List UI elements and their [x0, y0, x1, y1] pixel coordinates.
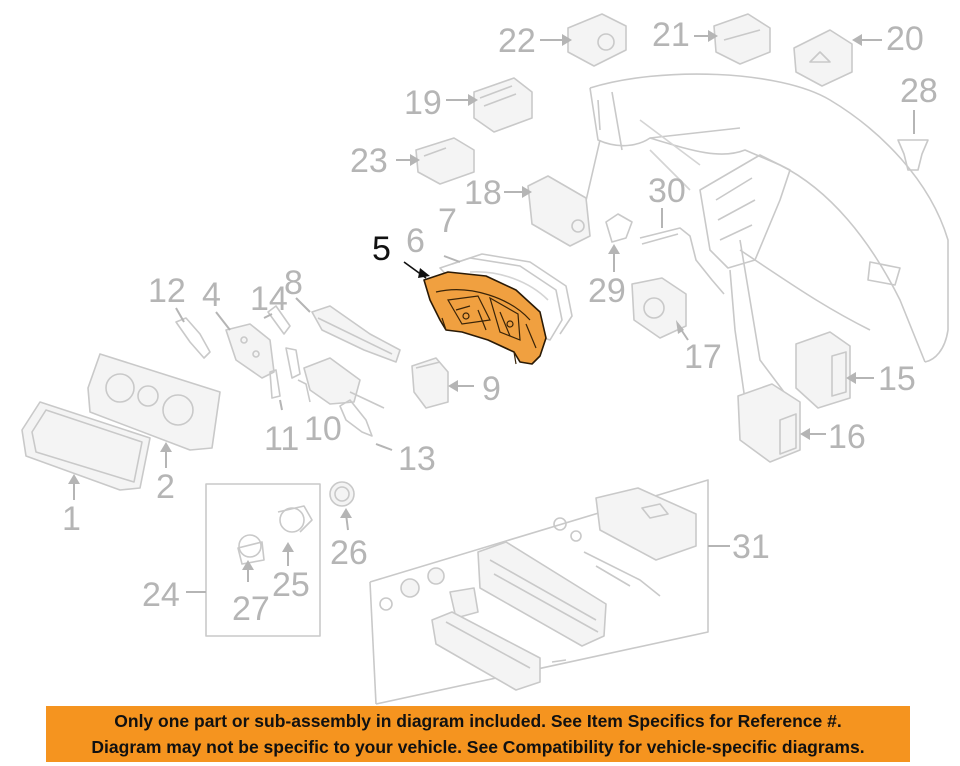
switch-parts-lower: [605, 208, 874, 463]
callout-28: 28: [900, 72, 938, 110]
callout-14: 14: [250, 280, 288, 318]
callout-23: 23: [350, 142, 388, 180]
disclaimer-banner: Only one part or sub-assembly in diagram…: [46, 706, 910, 762]
small-parts-cluster: [175, 297, 401, 451]
callout-18: 18: [464, 174, 502, 212]
callout-15: 15: [878, 360, 916, 398]
callout-7: 7: [438, 202, 457, 240]
callout-2: 2: [156, 468, 175, 506]
group-box-24: [186, 483, 321, 637]
part-2-cluster-housing: [87, 353, 221, 468]
callout-26: 26: [330, 534, 368, 572]
callout-12: 12: [148, 272, 186, 310]
callout-20: 20: [886, 20, 924, 58]
part-1-lens: [21, 401, 151, 500]
callout-13: 13: [398, 440, 436, 478]
group-box-31: [369, 479, 730, 705]
callout-11: 11: [264, 420, 299, 458]
callout-27: 27: [232, 590, 270, 628]
callout-21: 21: [652, 16, 690, 54]
callout-8: 8: [284, 264, 303, 302]
callout-22: 22: [498, 22, 536, 60]
callout-9: 9: [482, 370, 501, 408]
dashboard-outline: [574, 73, 949, 401]
callout-24: 24: [142, 576, 180, 614]
callout-1: 1: [62, 500, 81, 538]
callout-30: 30: [648, 172, 686, 210]
callout-labels: 1 2 4 5 6 7 8 9 10 11 12 13 14 15 16 17 …: [62, 16, 938, 628]
callout-19: 19: [404, 84, 442, 122]
callout-25: 25: [272, 566, 310, 604]
disclaimer-line-1: Only one part or sub-assembly in diagram…: [114, 711, 842, 731]
callout-4: 4: [202, 276, 221, 314]
part-5-circuit-board: [403, 261, 547, 365]
part-26: [329, 481, 355, 531]
callout-17: 17: [684, 338, 722, 376]
callout-6: 6: [406, 222, 425, 260]
switch-parts-upper: [396, 13, 929, 247]
callout-29: 29: [588, 272, 626, 310]
callout-31: 31: [732, 528, 770, 566]
callout-5: 5: [372, 230, 391, 268]
callout-16: 16: [828, 418, 866, 456]
callout-10: 10: [304, 410, 342, 448]
disclaimer-line-2: Diagram may not be specific to your vehi…: [91, 737, 865, 757]
part-9: [411, 357, 474, 409]
